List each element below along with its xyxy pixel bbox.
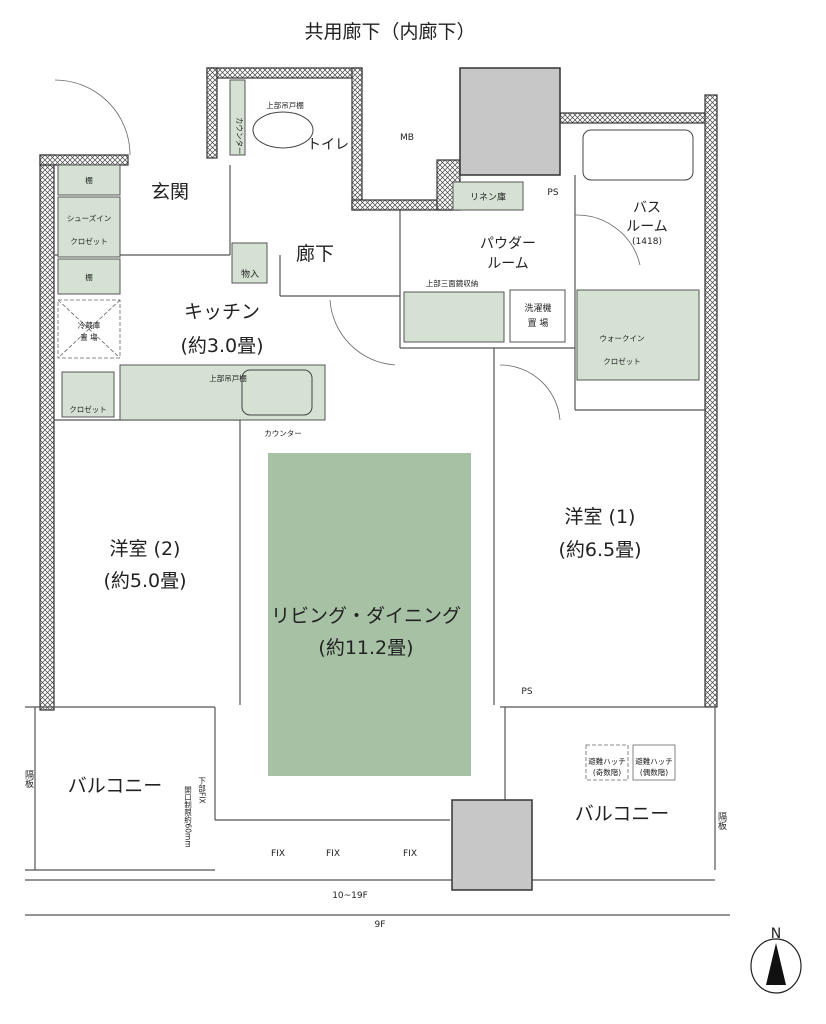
- svg-text:ウォークイン: ウォークイン: [600, 334, 645, 343]
- balcony-right-label: バルコニー: [575, 803, 670, 825]
- storage-label: 物入: [241, 268, 259, 280]
- living-label: リビング・ダイニング: [271, 605, 461, 627]
- pillar: [451, 799, 533, 891]
- corridor-title: 共用廊下（内廊下）: [304, 21, 475, 43]
- svg-text:クロゼット: クロゼット: [70, 236, 108, 246]
- western-room-2-label: 洋室 (2): [110, 538, 181, 560]
- bath-label-2: ルーム: [626, 219, 668, 235]
- western-room-1-size: (約6.5畳): [558, 539, 641, 561]
- svg-text:棚: 棚: [85, 175, 93, 185]
- svg-text:クロゼット: クロゼット: [603, 356, 641, 366]
- living-size: (約11.2畳): [318, 637, 413, 659]
- bath-size: (1418): [632, 237, 662, 247]
- kitchen-size: (約3.0畳): [180, 335, 263, 357]
- svg-text:上部吊戸棚: 上部吊戸棚: [209, 373, 247, 383]
- compass-label: N: [771, 926, 781, 942]
- svg-text:置 場: 置 場: [528, 317, 549, 329]
- svg-text:避難ハッチ: 避難ハッチ: [588, 756, 626, 766]
- shaft: [459, 67, 561, 176]
- svg-text:9F: 9F: [375, 920, 386, 930]
- living-dining-floor: [268, 453, 471, 776]
- north-arrow-icon: N: [750, 926, 802, 994]
- svg-text:FIX: FIX: [326, 849, 340, 859]
- svg-text:下部FIX: 下部FIX: [197, 777, 206, 804]
- walls: [39, 67, 718, 711]
- hallway-label: 廊下: [296, 243, 334, 265]
- ps-top-label: PS: [547, 188, 558, 198]
- svg-text:(奇数階): (奇数階): [593, 767, 621, 777]
- kitchen-label: キッチン: [184, 301, 260, 323]
- svg-text:10~19F: 10~19F: [332, 891, 368, 901]
- western-room-2-size: (約5.0畳): [103, 570, 186, 592]
- bath-label-1: バス: [633, 200, 661, 216]
- powder-room-label-2: ルーム: [487, 256, 529, 272]
- svg-text:置 場: 置 場: [80, 332, 98, 342]
- svg-text:避難ハッチ: 避難ハッチ: [635, 756, 673, 766]
- svg-text:冷蔵庫: 冷蔵庫: [78, 320, 101, 330]
- svg-text:棚: 棚: [85, 272, 93, 282]
- entrance-label: 玄関: [151, 181, 189, 203]
- toilet-label: トイレ: [307, 137, 349, 153]
- fixtures: [57, 79, 700, 781]
- svg-text:FIX: FIX: [271, 849, 285, 859]
- svg-text:上部吊戸棚: 上部吊戸棚: [266, 100, 304, 110]
- western-room-1-label: 洋室 (1): [565, 506, 636, 528]
- linen-label: リネン庫: [470, 191, 506, 203]
- svg-text:クロゼット: クロゼット: [69, 404, 107, 414]
- svg-text:カウンター: カウンター: [235, 117, 244, 155]
- fixture-labels: 棚 シューズイン クロゼット 棚 冷蔵庫 置 場 クロゼット 上部吊戸棚 カウン…: [23, 100, 727, 930]
- svg-text:上部三面鏡収納: 上部三面鏡収納: [426, 278, 479, 288]
- svg-text:カウンター: カウンター: [264, 429, 302, 438]
- balcony-left-label: バルコニー: [68, 775, 163, 797]
- svg-text:シューズイン: シューズイン: [67, 213, 112, 223]
- powder-room-label-1: パウダー: [480, 236, 536, 252]
- svg-text:FIX: FIX: [403, 849, 417, 859]
- mb-label: MB: [400, 133, 414, 143]
- ps-bottom-label: PS: [521, 687, 532, 697]
- svg-text:隔板: 隔板: [716, 812, 727, 831]
- svg-text:洗濯機: 洗濯機: [524, 302, 551, 314]
- svg-text:隔板: 隔板: [23, 770, 34, 789]
- svg-text:開口制限約60mm: 開口制限約60mm: [183, 786, 192, 848]
- svg-text:(偶数階): (偶数階): [640, 767, 668, 777]
